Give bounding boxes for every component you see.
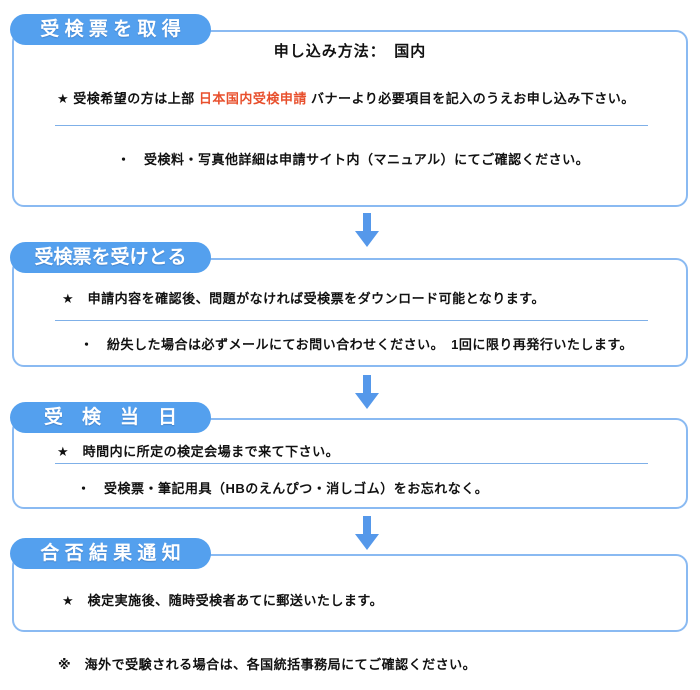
step-box-exam-day: ★ 時間内に所定の検定会場まで来て下さい。 ・ 受検票・筆記用具（HBのえんぴつ… [12,418,688,509]
step-box-obtain-voucher: 申し込み方法： 国内 ★ 受検希望の方は上部 日本国内受検申請 バナーより必要項… [12,30,688,207]
arrow-head [355,231,379,247]
overseas-note: ※ 海外で受験される場合は、各国統括事務局にてご確認ください。 [58,657,477,672]
domestic-application-banner-text[interactable]: 日本国内受検申請 [198,91,307,106]
step-tab-obtain-voucher: 受 検 票 を 取 得 [10,14,211,45]
star-note-suffix: バナーより必要項目を記入のうえお申し込み下さい。 [306,91,635,106]
star-note-mailing: ★ 検定実施後、随時受検者あてに郵送いたします。 [62,593,384,608]
divider [55,320,648,321]
down-arrow [355,375,379,409]
step-tab-exam-day: 受 検 当 日 [10,402,211,433]
divider [55,463,648,464]
star-note-venue: ★ 時間内に所定の検定会場まで来て下さい。 [57,444,340,459]
star-note-prefix: ★ 受検希望の方は上部 [57,91,199,106]
application-method-title: 申し込み方法： 国内 [273,43,427,60]
step-tab-receive-voucher: 受検票を受けとる [10,242,211,273]
star-note-application: ★ 受検希望の方は上部 日本国内受検申請 バナーより必要項目を記入のうえお申し込… [57,88,635,107]
step-box-receive-voucher: ★ 申請内容を確認後、問題がなければ受検票をダウンロード可能となります。 ・ 紛… [12,258,688,367]
down-arrow [355,213,379,247]
arrow-head [355,534,379,550]
divider [55,125,648,126]
step-tab-result-notice: 合 否 結 果 通 知 [10,538,211,569]
arrow-stem [363,516,371,534]
star-note-download: ★ 申請内容を確認後、問題がなければ受検票をダウンロード可能となります。 [62,291,545,306]
arrow-stem [363,213,371,231]
arrow-stem [363,375,371,393]
bullet-note-bring-items: ・ 受検票・筆記用具（HBのえんぴつ・消しゴム）をお忘れなく。 [77,481,489,496]
bullet-note-fee-details: ・ 受検料・写真他詳細は申請サイト内（マニュアル）にてご確認ください。 [117,152,590,167]
down-arrow [355,516,379,550]
bullet-note-reissue: ・ 紛失した場合は必ずメールにてお問い合わせください。 1回に限り再発行いたしま… [80,337,634,352]
arrow-head [355,393,379,409]
